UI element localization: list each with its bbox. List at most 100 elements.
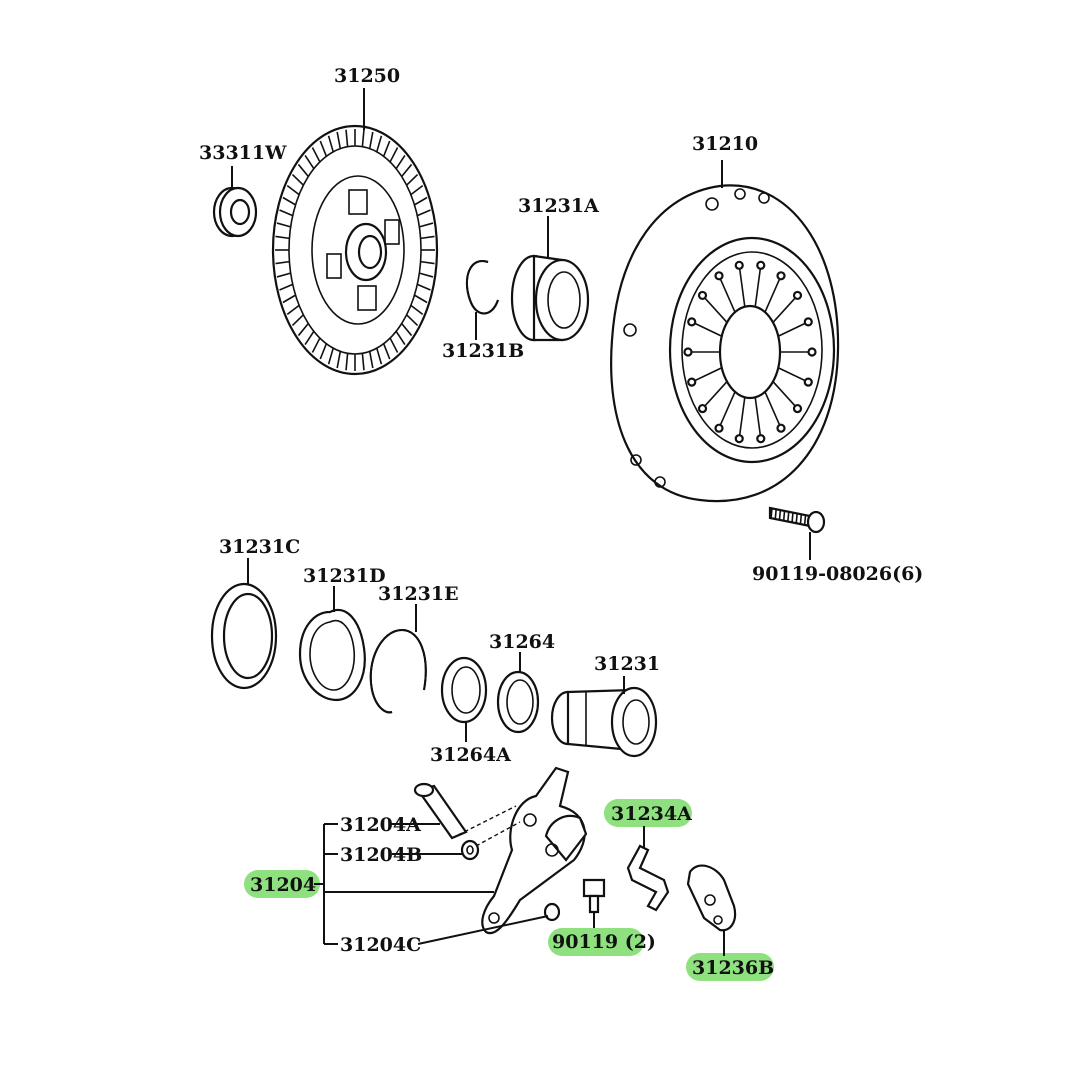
friction-segments xyxy=(275,129,435,371)
part-31231b-snap-ring xyxy=(465,260,499,340)
label-31231d: 31231D xyxy=(303,565,386,587)
thread-line xyxy=(795,512,798,524)
friction-segment xyxy=(276,272,291,278)
friction-segment xyxy=(276,222,291,228)
label-31264: 31264 xyxy=(489,631,555,653)
label-31231e: 31231E xyxy=(378,583,459,605)
friction-segment xyxy=(382,140,391,157)
rivet xyxy=(756,260,766,270)
bracket-31204 xyxy=(314,823,549,945)
friction-segment xyxy=(416,209,431,217)
friction-segment xyxy=(279,209,294,217)
label-31210: 31210 xyxy=(692,133,758,155)
rivet xyxy=(734,260,744,270)
highlight-31204 xyxy=(244,870,320,898)
part-90119-08026-bolt xyxy=(768,506,826,560)
part-31264a-washer xyxy=(440,656,488,742)
diaphragm-finger xyxy=(754,265,762,307)
rivet xyxy=(807,347,817,357)
friction-segment xyxy=(319,343,328,360)
friction-segment xyxy=(389,337,399,353)
friction-segment xyxy=(401,163,413,177)
label-31231c: 31231C xyxy=(219,536,300,558)
part-31231e-clip xyxy=(369,604,427,714)
friction-segment xyxy=(376,347,383,365)
friction-segment xyxy=(327,347,334,365)
friction-segment xyxy=(336,131,342,149)
friction-segment xyxy=(419,222,434,228)
friction-segment xyxy=(345,129,349,147)
highlight-31234a xyxy=(604,799,692,827)
friction-segment xyxy=(304,330,315,346)
part-31231a-release-bearing xyxy=(510,216,590,342)
friction-segment xyxy=(420,235,435,240)
friction-segment xyxy=(345,353,349,371)
part-90119-bolt xyxy=(582,878,606,928)
friction-segment xyxy=(361,129,365,147)
labels: 31250 33311W 31210 31231A 31231B 90119-0… xyxy=(199,65,923,979)
diaphragm-finger xyxy=(772,294,799,323)
friction-segment xyxy=(376,135,383,153)
bolt-thread xyxy=(770,507,807,526)
thread-line xyxy=(770,507,773,520)
rivet xyxy=(792,403,803,414)
highlight-90119-2 xyxy=(548,928,644,956)
label-31204c: 31204C xyxy=(340,934,421,956)
part-31231c-seal xyxy=(210,558,278,690)
label-33311w: 33311W xyxy=(199,142,287,164)
thread-line xyxy=(799,513,803,525)
thread-line xyxy=(774,508,777,520)
diaphragm-finger xyxy=(738,265,746,307)
rivet xyxy=(697,403,708,414)
label-31204b: 31204B xyxy=(340,844,422,866)
thread-line xyxy=(782,510,786,522)
rivet xyxy=(714,271,724,281)
highlight-31236b xyxy=(686,953,774,981)
friction-segment xyxy=(319,140,328,157)
rivet xyxy=(803,377,813,387)
part-31250-clutch-disc xyxy=(271,88,439,376)
label-31250: 31250 xyxy=(334,65,400,87)
friction-segment xyxy=(279,283,294,291)
part-31204-release-fork xyxy=(413,766,588,935)
friction-segment xyxy=(368,351,374,369)
friction-segment xyxy=(395,154,406,170)
thread-line xyxy=(787,511,790,523)
friction-segment xyxy=(311,337,321,353)
friction-segment xyxy=(291,314,304,327)
friction-segment xyxy=(420,260,435,265)
label-90119-08026: 90119-08026(6) xyxy=(752,563,923,585)
rivet xyxy=(697,290,708,301)
part-31231d-ring xyxy=(298,586,366,702)
diaphragm-finger xyxy=(777,367,809,383)
friction-segment xyxy=(395,330,406,346)
friction-segment xyxy=(406,314,419,327)
rivet xyxy=(714,423,724,433)
friction-segment xyxy=(414,294,428,304)
highlights xyxy=(244,799,774,981)
friction-segment xyxy=(297,163,309,177)
label-31231b: 31231B xyxy=(442,340,524,362)
rivet xyxy=(803,317,813,327)
friction-segment xyxy=(304,154,315,170)
diaphragm-fingers xyxy=(683,260,817,444)
friction-segment xyxy=(368,131,374,149)
friction-segment xyxy=(275,260,290,265)
part-31264-washer xyxy=(496,652,540,734)
label-31234a: 31234A xyxy=(611,803,692,825)
rivet xyxy=(683,347,693,357)
rivet xyxy=(756,434,766,444)
rivet xyxy=(687,377,697,387)
label-31231: 31231 xyxy=(594,653,660,675)
label-31204: 31204 xyxy=(250,874,316,896)
label-90119-2: 90119 (2) xyxy=(552,931,656,953)
thread-line xyxy=(778,509,782,521)
friction-segment xyxy=(410,304,424,316)
friction-segment xyxy=(291,173,304,186)
diaphragm-finger xyxy=(777,321,809,337)
diaphragm-finger xyxy=(701,294,728,323)
label-31204a: 31204A xyxy=(340,814,421,836)
diaphragm-finger xyxy=(701,381,728,410)
